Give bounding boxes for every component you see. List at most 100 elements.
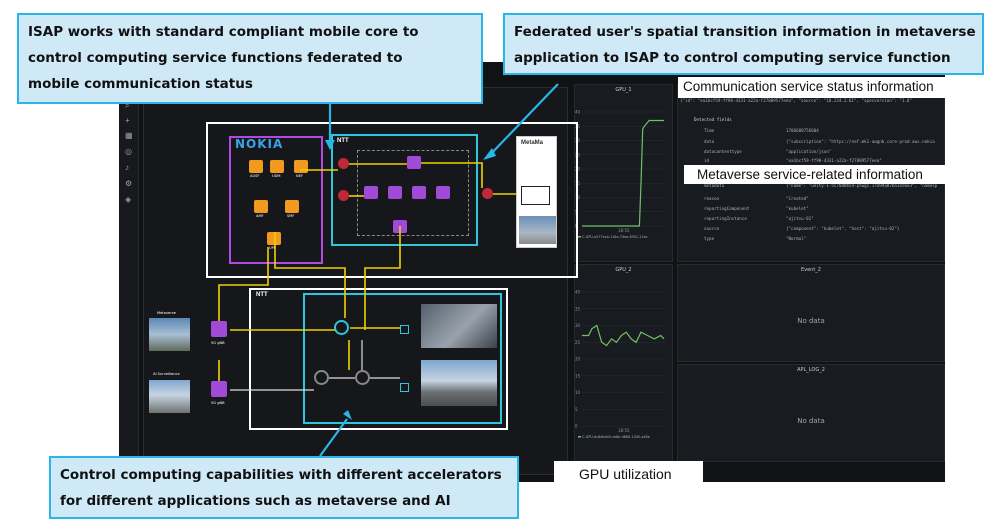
log-value: "ea1bcf59-ff98-4331-a22a-f27809577eea" — [786, 158, 882, 163]
search-icon[interactable]: ⌕ — [125, 101, 130, 110]
log-value: {"name": "unity-1-5c70d8b54-p5wgs.17a99a… — [786, 183, 938, 188]
cam-icon — [400, 383, 409, 392]
log-header: {"id": "ea1bcf59-ff98-4331-a22a-f2780957… — [680, 98, 912, 103]
callout-accel-line1: Control computing capabilities with diff… — [60, 467, 502, 483]
log-value: 1706680756604 — [786, 128, 819, 133]
log-value: "kubelet" — [786, 206, 809, 211]
compass-icon[interactable]: ◎ — [125, 147, 132, 156]
ntt-bottom-logo: NTT — [256, 292, 268, 298]
apllog2-title: APL_LOG_2 — [797, 367, 825, 373]
y-tick-label: 25 — [575, 340, 581, 345]
legend-swatch — [578, 436, 581, 438]
apllog2-panel: APL_LOG_2 No data — [677, 364, 945, 462]
y-tick-label: 15 — [575, 373, 581, 378]
log-value: "ajitsu-02" — [786, 216, 814, 221]
svc-node-2 — [364, 186, 378, 199]
svc-node-5 — [436, 186, 450, 199]
upf-label: UPF — [269, 246, 276, 250]
gear-icon[interactable]: ⚙ — [125, 179, 133, 188]
gpu2-title: GPU_2 — [615, 267, 632, 273]
chat-bubble-icon — [521, 186, 550, 205]
plus-icon[interactable]: + — [125, 116, 130, 125]
nokia-logo: NOKIA — [235, 137, 284, 151]
gpu-accel-icon-1 — [334, 320, 349, 335]
dashboard-screenshot: ⌕ + ▦ ◎ ♪ ⚙ ◈ GPU_1 GPU_2 Event_2 No dat… — [119, 62, 945, 482]
callout-federated-line1: Federated user's spatial transition info… — [514, 24, 976, 40]
metaverse-info-label: Metaverse service-related information — [684, 165, 960, 184]
svc-node-1 — [407, 156, 421, 169]
shield-icon[interactable]: ◈ — [125, 195, 132, 204]
y-tick-label: 35 — [575, 306, 581, 311]
gpu1-title: GPU_1 — [615, 87, 632, 93]
y-tick-label: 40 — [575, 290, 581, 295]
x-tick-label: 18:55 — [618, 228, 630, 233]
gpu2-chart: 403530252015105018:55C-GPU-bc8dbe40-ce8e… — [575, 290, 665, 439]
log-key: datacontenttype — [704, 149, 742, 154]
metama-logo: MetaMa — [521, 140, 544, 146]
y-tick-label: 40 — [575, 110, 581, 115]
ai-surveillance-image — [421, 360, 497, 406]
smf-label: SMF — [287, 214, 295, 218]
y-tick-label: 5 — [575, 407, 578, 412]
legend-label: C-GPU-bc8dbe40-ce8e-d866-1345-a48e — [582, 435, 650, 439]
gpu-accel-icon-2 — [314, 370, 329, 385]
callout-isap-line1: ISAP works with standard compliant mobil… — [28, 24, 419, 40]
metaverse-input-image — [149, 318, 190, 351]
metaverse-avatar-image — [421, 304, 497, 348]
vr-icon — [400, 325, 409, 334]
svc-node-3 — [388, 186, 402, 199]
y-tick-label: 0 — [575, 424, 578, 429]
grid-icon[interactable]: ▦ — [125, 131, 133, 140]
gpu-util-label: GPU utilization — [554, 461, 703, 488]
ntt-top-logo: NTT — [337, 138, 349, 144]
callout-federated-line2: application to ISAP to control computing… — [514, 50, 951, 66]
ai-input-label: AI Surveillance — [153, 372, 180, 376]
log-key: id — [704, 158, 710, 163]
nokia-core-box — [229, 136, 323, 264]
callout-isap-core: ISAP works with standard compliant mobil… — [17, 13, 483, 104]
ausf-label: AUSF — [250, 174, 260, 178]
log-key: type — [704, 236, 715, 241]
callout-isap-line3: mobile communication status — [28, 76, 253, 92]
gnb-bottom-node — [211, 381, 227, 397]
log-value: "Normal" — [786, 236, 807, 241]
gpu-series-line — [582, 324, 665, 347]
broker-icon-2 — [338, 190, 349, 201]
callout-federated-user: Federated user's spatial transition info… — [503, 13, 984, 75]
y-tick-label: 10 — [575, 390, 581, 395]
bell-icon[interactable]: ♪ — [125, 163, 129, 172]
gnb-top-label: 5G gNB — [211, 341, 225, 345]
log-key: reportingInstance — [704, 216, 747, 221]
ausf-node — [249, 160, 263, 173]
log-value: {"component": "kubelet", "host": "ajitsu… — [786, 226, 900, 231]
amf-node — [254, 200, 268, 213]
udm-label: UDM — [272, 174, 281, 178]
log-value: "Created" — [786, 196, 809, 201]
legend-swatch — [578, 236, 581, 238]
gnb-top-node — [211, 321, 227, 337]
log-detected-fields: Detected fields — [694, 117, 732, 122]
ai-input-image — [149, 380, 190, 413]
event2-title: Event_2 — [800, 267, 821, 273]
left-rail: ⌕ + ▦ ◎ ♪ ⚙ ◈ — [119, 62, 139, 482]
metaverse-scene-image — [519, 216, 556, 244]
smf-node — [285, 200, 299, 213]
callout-accel-line2: for different applications such as metav… — [60, 493, 451, 509]
nef-label: NEF — [296, 174, 304, 178]
event2-nodata: No data — [797, 317, 825, 325]
amf-label: AMF — [256, 214, 264, 218]
log-key: reportingComponent — [704, 206, 750, 211]
gpu1-panel: GPU_1 — [574, 84, 673, 262]
top-white-box — [206, 122, 578, 278]
log-key: data — [704, 139, 715, 144]
event2-panel: Event_2 No data — [677, 264, 945, 362]
upf-node — [267, 232, 281, 245]
bottom-white-box — [249, 288, 508, 430]
svc-node-4 — [412, 186, 426, 199]
callout-accelerators: Control computing capabilities with diff… — [49, 456, 519, 519]
legend-label: C-GPU-a577ecb-116e-74ea-6951-11bc — [582, 235, 648, 239]
log-key: metadata — [704, 183, 725, 188]
gnb-bottom-label: 5G gNB — [211, 401, 225, 405]
gpu-series-line — [582, 119, 664, 227]
